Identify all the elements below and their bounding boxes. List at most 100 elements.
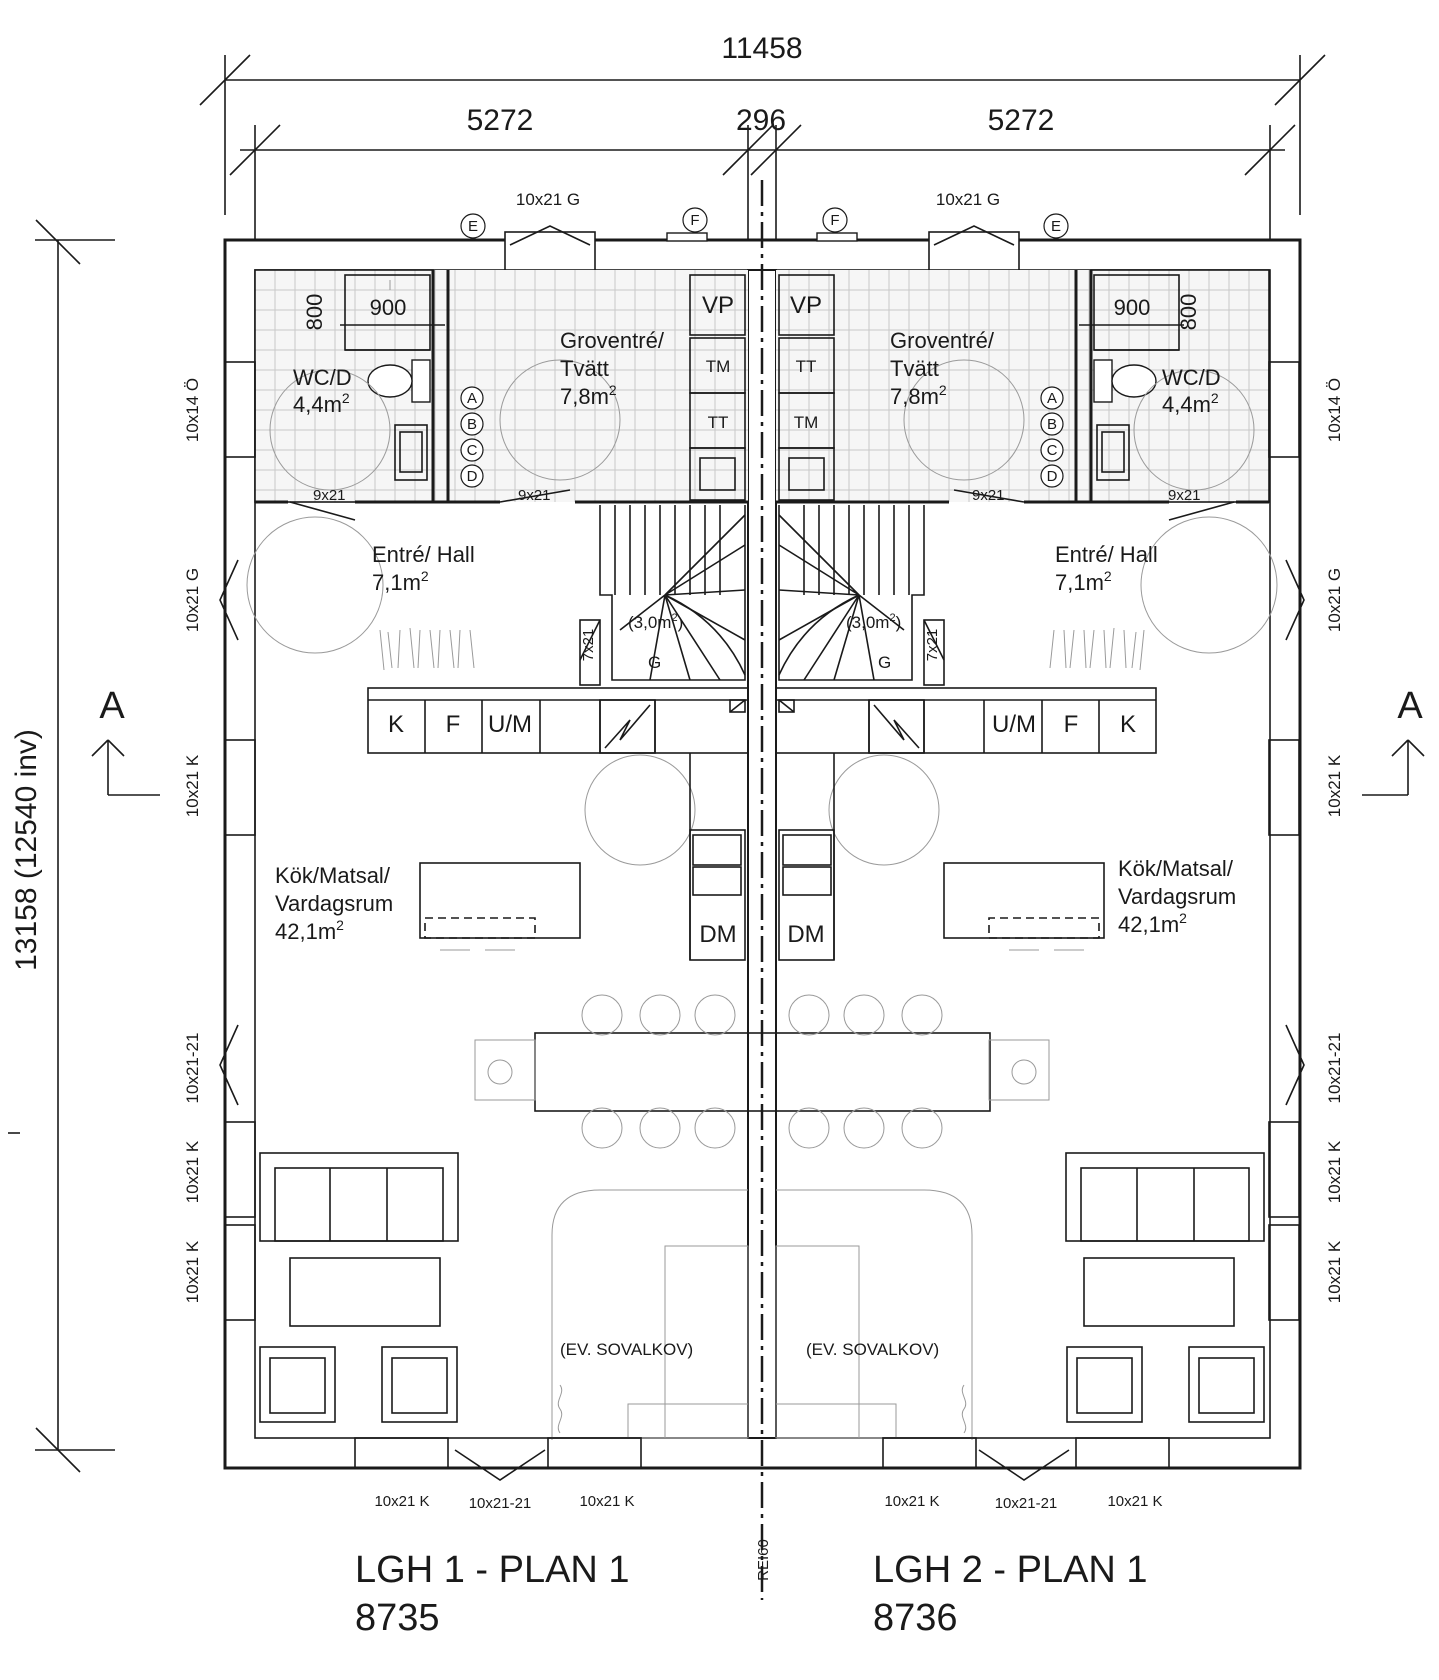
laundry-area: 7,8m2 [560, 382, 617, 409]
opening-door-side-low-r: 10x21-21 [1325, 1033, 1344, 1104]
laundry-name-1-r: Groventré/ [890, 328, 995, 353]
opening-door-side: 10x21 G [183, 568, 202, 632]
opening-door-laundry-r: 9x21 [972, 487, 1005, 504]
stair-g-label-r: G [878, 653, 891, 672]
right-unit-width-label: 5272 [988, 104, 1055, 137]
opening-door-wc-r: 9x21 [1168, 487, 1201, 504]
kitchen-name-1-r: Kök/Matsal/ [1118, 856, 1234, 881]
kitchen-name-1: Kök/Matsal/ [275, 863, 391, 888]
windows-left-bottom [354, 1437, 642, 1481]
hall-name: Entré/ Hall [372, 542, 475, 567]
opening-window-side-low1-r: 10x21 K [1325, 1140, 1344, 1203]
section-marker-right-label: A [1397, 685, 1423, 727]
dining-chairs-left [474, 994, 736, 1149]
alcove-label: (EV. SOVALKOV) [560, 1340, 693, 1359]
tm-label-r: TM [794, 413, 819, 432]
opening-door-bottom-r: 10x21-21 [995, 1495, 1058, 1512]
counter-k-label-r: K [1120, 711, 1136, 738]
marker-c-r: C [1047, 442, 1058, 459]
opening-window-side-mid: 10x21 K [183, 754, 202, 817]
labels-lgh1: 900 800 WC/D 4,4m2 Groventré/ Tvätt 7,8m… [183, 190, 737, 1639]
armchair-left-1 [259, 1346, 336, 1423]
opening-window-side-low2: 10x21 K [183, 1240, 202, 1303]
overall-width-label: 11458 [721, 32, 802, 65]
counter-f-label: F [446, 711, 461, 738]
marker-a: A [467, 390, 477, 407]
section-marker-left [91, 739, 160, 796]
unit-title-lgh2: LGH 2 - PLAN 1 [873, 1549, 1148, 1591]
marker-b-r: B [1047, 416, 1057, 433]
unit-lgh1 [219, 269, 991, 1481]
marker-a-r: A [1047, 390, 1057, 407]
wc-dim-800: 800 [302, 294, 327, 331]
laundry-name-2: Tvätt [560, 356, 609, 381]
opening-window-side-mid-r: 10x21 K [1325, 754, 1344, 817]
wc-area-r: 4,4m2 [1162, 390, 1219, 417]
left-unit-width-label: 5272 [467, 104, 534, 137]
wc-area: 4,4m2 [293, 390, 350, 417]
marker-d: D [467, 468, 478, 485]
wc-name-r: WC/D [1162, 365, 1221, 390]
opening-door-side-r: 10x21 G [1325, 568, 1344, 632]
laundry-name-2-r: Tvätt [890, 356, 939, 381]
laundry-name-1: Groventré/ [560, 328, 665, 353]
washbasin-left [394, 424, 428, 481]
opening-window-bottom-b-r: 10x21 K [1107, 1493, 1162, 1510]
section-marker-right [1362, 739, 1425, 796]
tt-label: TT [708, 413, 729, 432]
marker-e-r: E [1051, 218, 1061, 235]
hall-area-r: 7,1m2 [1055, 568, 1112, 595]
opening-window-side-top-r: 10x14 Ö [1325, 378, 1344, 442]
unit-lgh2 [775, 269, 1305, 1481]
tile-grid-right [776, 270, 1269, 502]
kitchen-area-r: 42,1m2 [1118, 910, 1187, 937]
hall-area: 7,1m2 [372, 568, 429, 595]
hall-name-r: Entré/ Hall [1055, 542, 1158, 567]
opening-window-bottom-b: 10x21 K [579, 1493, 634, 1510]
coffee-table-left [289, 1257, 441, 1327]
stair-area: (3,0m2) [628, 612, 683, 632]
opening-door-stair: 7x21 [580, 629, 597, 662]
opening-door-side-low: 10x21-21 [183, 1033, 202, 1104]
stair-g-label: G [648, 653, 661, 672]
vp-label: VP [702, 292, 734, 319]
sofa-left [259, 1152, 459, 1242]
wc-dim-900: 900 [370, 295, 407, 320]
kitchen-counter-left [367, 687, 749, 754]
alcove-label-r: (EV. SOVALKOV) [806, 1340, 939, 1359]
marker-f-r: F [830, 212, 839, 229]
unit-title-lgh1: LGH 1 - PLAN 1 [355, 1549, 630, 1591]
dimension-lines [8, 54, 1326, 1473]
kitchen-name-2-r: Vardagsrum [1118, 884, 1236, 909]
opening-door-laundry: 9x21 [518, 487, 551, 504]
stair-left [579, 505, 746, 686]
opening-window-side-low1: 10x21 K [183, 1140, 202, 1203]
laundry-area-r: 7,8m2 [890, 382, 947, 409]
unit-number-lgh2: 8736 [873, 1597, 958, 1639]
wc-name: WC/D [293, 365, 352, 390]
opening-window-side-low2-r: 10x21 K [1325, 1240, 1344, 1303]
kitchen-island-left [419, 862, 581, 939]
wc-dim-800-r: 800 [1176, 294, 1201, 331]
counter-um-label: U/M [488, 711, 532, 738]
opening-door-bottom: 10x21-21 [469, 1495, 532, 1512]
opening-door-stair-r: 7x21 [924, 629, 941, 662]
opening-door-top: 10x21 G [516, 190, 580, 209]
windows-left-side [219, 361, 256, 1321]
opening-window-bottom-a: 10x21 K [374, 1493, 429, 1510]
section-marker-left-label: A [99, 685, 125, 727]
opening-door-top-r: 10x21 G [936, 190, 1000, 209]
height-dimension-label: 13158 (12540 inv) [10, 729, 43, 971]
dm-label-r: DM [787, 921, 824, 948]
kitchen-area: 42,1m2 [275, 917, 344, 944]
counter-f-label-r: F [1064, 711, 1079, 738]
unit-number-lgh1: 8735 [355, 1597, 440, 1639]
counter-um-label-r: U/M [992, 711, 1036, 738]
opening-window-bottom-a-r: 10x21 K [884, 1493, 939, 1510]
marker-e: E [468, 218, 478, 235]
labels-lgh2: 900 800 WC/D 4,4m2 Groventré/ Tvätt 7,8m… [787, 190, 1344, 1639]
marker-f: F [690, 212, 699, 229]
vp-label-r: VP [790, 292, 822, 319]
opening-door-wc: 9x21 [313, 487, 346, 504]
